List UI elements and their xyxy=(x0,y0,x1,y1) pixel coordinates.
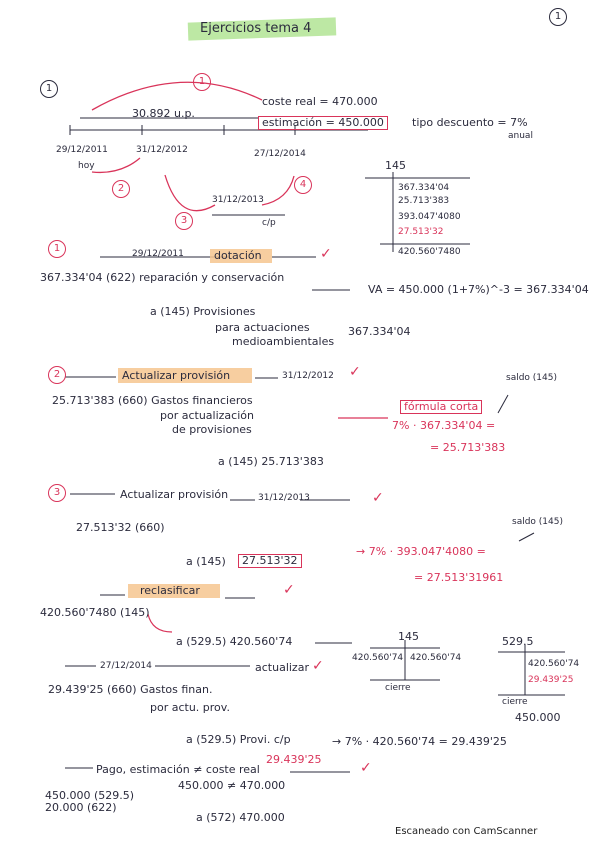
timeline-date-1-sub: hoy xyxy=(78,161,95,171)
entry-4-line-3: a (529.5) Provi. c/p xyxy=(186,733,291,746)
timeline-date-1: 29/12/2011 xyxy=(56,145,108,155)
page-number: 1 xyxy=(549,8,567,26)
entry-3-date: 31/12/2013 xyxy=(258,493,310,503)
step-3-marker: 3 xyxy=(175,212,193,230)
reclasificar-line-1: 420.560'7480 (145) xyxy=(40,606,150,619)
entry-2-date: 31/12/2012 xyxy=(282,371,334,381)
entry-1-line-3: para actuaciones xyxy=(215,321,310,334)
tipo-anual-label: anual xyxy=(508,131,533,141)
ledger-row-1: 367.334'04 xyxy=(398,183,450,193)
entry-2-saldo: saldo (145) xyxy=(506,373,557,383)
section-1-marker: 1 xyxy=(40,80,58,98)
pago-inequality: 450.000 ≠ 470.000 xyxy=(178,779,286,792)
entry-1-highlight xyxy=(210,249,272,263)
entry-1-va: VA = 450.000 (1+7%)^-3 = 367.334'04 xyxy=(368,283,589,296)
entry-1-marker: 1 xyxy=(48,240,66,258)
entry-2-line-2: por actualización xyxy=(160,409,254,422)
ledger-row-4: 27.513'32 xyxy=(398,227,444,237)
reclasificar-label: reclasificar xyxy=(140,584,200,597)
pago-line-2: 20.000 (622) xyxy=(45,801,117,814)
t-account-5295-label: 529.5 xyxy=(502,635,534,648)
ledger-row-3: 393.047'4080 xyxy=(398,212,461,222)
pago-line-3: a (572) 470.000 xyxy=(196,811,285,824)
entry-1-label: dotación xyxy=(214,249,262,262)
timeline-cp-label: c/p xyxy=(262,218,276,228)
tipo-descuento-label: tipo descuento = 7% xyxy=(412,116,528,129)
reclasificar-highlight xyxy=(128,584,220,598)
entry-3-line-2: a (145) xyxy=(186,555,226,568)
t-account-145-label: 145 xyxy=(398,630,419,643)
entry-2-label: Actualizar provisión xyxy=(122,369,231,382)
entry-4-line-1: 29.439'25 (660) Gastos finan. xyxy=(48,683,213,696)
timeline-span-label: 30.892 u.p. xyxy=(132,107,195,120)
coste-real-label: coste real = 470.000 xyxy=(262,95,378,108)
entry-2-line-1: 25.713'383 (660) Gastos financieros xyxy=(52,394,253,407)
entry-2-highlight xyxy=(118,368,252,383)
t-account-145-right: 420.560'74 xyxy=(410,653,462,663)
entry-1-amount: 367.334'04 xyxy=(348,325,411,338)
entry-1-date: 29/12/2011 xyxy=(132,249,184,259)
check-mark-icon: ✓ xyxy=(320,246,332,262)
timeline-date-4: 31/12/2013 xyxy=(212,195,264,205)
entry-3-saldo: saldo (145) xyxy=(512,517,563,527)
entry-4-line-2: por actu. prov. xyxy=(150,701,230,714)
page-title: Ejercicios tema 4 xyxy=(200,21,312,36)
ledger-row-5: 420.560'7480 xyxy=(398,247,461,257)
check-mark-icon: ✓ xyxy=(283,582,295,598)
t-account-5295-right-2: 29.439'25 xyxy=(528,675,574,685)
entry-3-label: Actualizar provisión xyxy=(120,488,229,501)
entry-2-line-3: de provisiones xyxy=(172,423,252,436)
timeline-date-3: 27/12/2014 xyxy=(254,149,306,159)
entry-1-line-4: medioambientales xyxy=(232,335,335,348)
t-account-5295-right-1: 420.560'74 xyxy=(528,659,580,669)
entry-2-marker: 2 xyxy=(48,366,66,384)
camscanner-footer: Escaneado con CamScanner xyxy=(395,826,538,837)
t-account-5295-sub: cierre xyxy=(502,697,528,707)
ledger-row-2: 25.713'383 xyxy=(398,196,450,206)
entry-3-calc-1: → 7% · 393.047'4080 = xyxy=(356,545,486,558)
step-4-marker: 4 xyxy=(294,176,312,194)
pago-label: Pago, estimación ≠ coste real xyxy=(96,763,260,776)
check-mark-icon: ✓ xyxy=(372,490,384,506)
entry-2-formula-label: fórmula corta xyxy=(400,400,483,415)
pago-line-1: 450.000 (529.5) xyxy=(45,789,135,802)
check-mark-icon: ✓ xyxy=(349,364,361,380)
timeline-date-2: 31/12/2012 xyxy=(136,145,188,155)
reclasificar-line-2: a (529.5) 420.560'74 xyxy=(176,635,293,648)
estimacion-label: estimación = 450.000 xyxy=(258,116,388,131)
entry-3-line-1: 27.513'32 (660) xyxy=(76,521,165,534)
check-mark-icon: ✓ xyxy=(360,760,372,776)
check-mark-icon: ✓ xyxy=(312,658,324,674)
entry-4-calc-sub: 29.439'25 xyxy=(266,753,322,766)
entry-2-line-4: a (145) 25.713'383 xyxy=(218,455,324,468)
entry-4-date: 27/12/2014 xyxy=(100,661,152,671)
t-account-5295-total: 450.000 xyxy=(515,711,561,724)
entry-1-line-2: a (145) Provisiones xyxy=(150,305,256,318)
entry-2-calc-2: = 25.713'383 xyxy=(430,441,506,454)
entry-4-calc: → 7% · 420.560'74 = 29.439'25 xyxy=(332,735,507,748)
arrow-1-marker: 1 xyxy=(193,73,211,91)
entry-1-line-1: 367.334'04 (622) reparación y conservaci… xyxy=(40,271,285,284)
entry-3-marker: 3 xyxy=(48,484,66,502)
entry-4-label: actualizar xyxy=(255,661,309,674)
entry-2-calc-1: 7% · 367.334'04 = xyxy=(392,419,496,432)
t-account-145-sub: cierre xyxy=(385,683,411,693)
entry-3-calc-2: = 27.513'31961 xyxy=(414,571,504,584)
entry-3-boxed-amount: 27.513'32 xyxy=(238,554,302,569)
ledger-145-label: 145 xyxy=(385,159,406,172)
step-2-marker: 2 xyxy=(112,180,130,198)
t-account-145-left: 420.560'74 xyxy=(352,653,404,663)
